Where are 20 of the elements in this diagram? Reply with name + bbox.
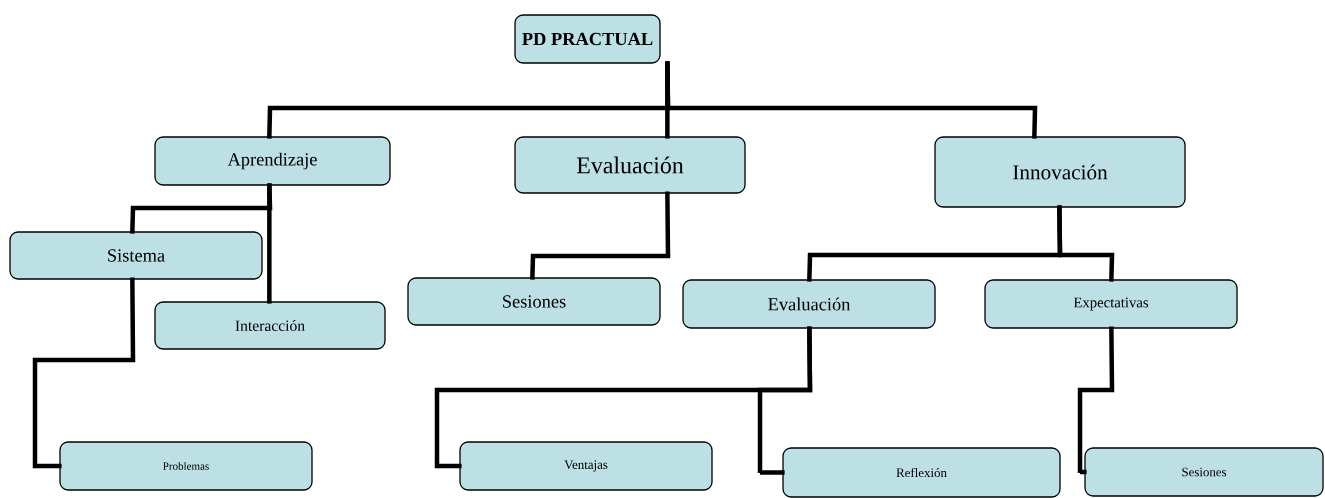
connector-line xyxy=(32,277,136,469)
concept-box: Sesiones xyxy=(1084,447,1324,497)
concept-box: Interacción xyxy=(154,301,386,350)
connector-line xyxy=(1077,326,1115,476)
concept-box: Sistema xyxy=(9,231,263,280)
concept-box: Reflexión xyxy=(782,447,1061,498)
connector-line xyxy=(757,326,813,476)
concept-box: Evaluación xyxy=(514,136,746,194)
concept-box: PD PRACTUAL xyxy=(514,14,661,64)
connector-line xyxy=(1057,205,1115,282)
concept-box: Ventajas xyxy=(459,441,713,491)
concept-box: Innovación xyxy=(934,136,1186,208)
concept-box: Sesiones xyxy=(407,277,661,326)
concept-box: Expectativas xyxy=(984,279,1238,329)
concept-box: Aprendizaje xyxy=(154,136,391,186)
concept-box: Evaluación xyxy=(682,279,936,329)
concept-box: Problemas xyxy=(59,441,313,491)
connector-line xyxy=(530,191,671,280)
connector-line xyxy=(267,183,272,304)
connector-line xyxy=(665,61,1038,139)
